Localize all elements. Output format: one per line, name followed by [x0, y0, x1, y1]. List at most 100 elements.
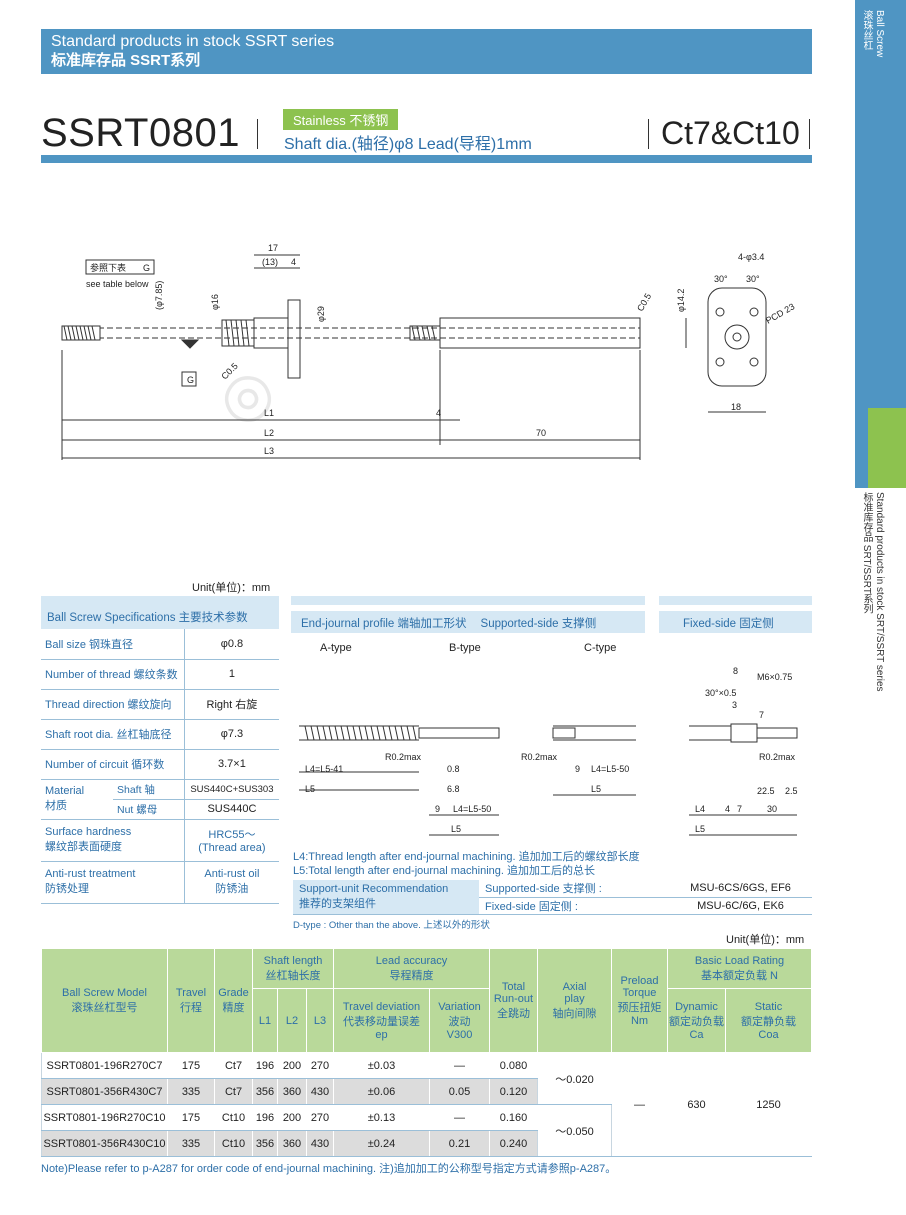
side-section-en: Standard products in stock SRT/SSRT seri… [874, 492, 885, 692]
table-row: Material 材质 Shaft 轴 SUS440C+SUS303 [41, 779, 279, 820]
side-label-en: Ball Screw [874, 10, 885, 58]
svg-text:6.8: 6.8 [447, 784, 460, 794]
dim-c05b: C0.5 [635, 292, 653, 313]
material-tag: Stainless 不锈钢 [283, 109, 399, 130]
dim-pcd: PCD 23 [764, 301, 796, 325]
svg-text:M6×0.75: M6×0.75 [757, 672, 792, 682]
dim-17: 17 [268, 243, 278, 253]
dim-29: φ29 [316, 306, 326, 322]
divider [257, 119, 258, 149]
svg-text:30: 30 [767, 804, 777, 814]
svg-text:7: 7 [737, 804, 742, 814]
dim-30a: 30° [714, 274, 728, 284]
spec-table: Ball Screw Specifications 主要技术参数 Ball si… [41, 596, 279, 904]
l4-note: L4:Thread length after end-journal machi… [293, 851, 640, 863]
svg-text:30°×0.5: 30°×0.5 [705, 688, 736, 698]
svg-text:L5: L5 [591, 784, 601, 794]
spec-header: Ball Screw Specifications 主要技术参数 [41, 605, 279, 629]
svg-text:3: 3 [732, 700, 737, 710]
a-type-label: A-type [320, 642, 352, 654]
support-unit-table: Support-unit Recommendation 推荐的支架组件 Supp… [293, 880, 812, 915]
fixed-side-header: Fixed-side 固定侧 [659, 611, 812, 633]
dim-4b: 4 [436, 408, 441, 418]
table-row: Fixed-side 固定侧 : MSU-6C/6G, EK6 [293, 897, 812, 915]
side-section-cn: 标准库存品 SRT/SSRT系列 [861, 492, 872, 614]
header-title-en: Standard products in stock SSRT series [51, 33, 335, 50]
dim-13: (13) [262, 257, 278, 267]
svg-text:R0.2max: R0.2max [385, 752, 422, 762]
svg-text:R0.2max: R0.2max [759, 752, 796, 762]
model-table: Ball Screw Model 滚珠丝杠型号 Travel 行程 Grade … [41, 948, 812, 1157]
profile-band [291, 596, 645, 605]
unit-label-2: Unit(单位)：mm [726, 934, 805, 946]
side-tab [855, 0, 906, 488]
svg-text:R0.2max: R0.2max [521, 752, 558, 762]
svg-text:7: 7 [759, 710, 764, 720]
dim-16: φ16 [210, 294, 220, 310]
svg-text:L4=L5-50: L4=L5-50 [591, 764, 629, 774]
dim-hole: 4-φ3.4 [738, 252, 764, 262]
svg-text:22.5: 22.5 [757, 786, 775, 796]
dim-142: φ14.2 [676, 289, 686, 312]
dim-785: (φ7.85) [154, 281, 164, 310]
product-title-row: SSRT0801 Stainless 不锈钢 Shaft dia.(轴径)φ8 … [41, 107, 812, 157]
divider [809, 119, 810, 149]
table-row: Support-unit Recommendation 推荐的支架组件 Supp… [293, 880, 812, 915]
dim-l1: L1 [264, 408, 274, 418]
svg-text:9: 9 [575, 764, 580, 774]
see-table-cn: 参照下表 [90, 262, 126, 273]
g-symbol-2: G [187, 375, 194, 385]
dim-18: 18 [731, 402, 741, 412]
header-title-cn: 标准库存品 SSRT系列 [51, 52, 201, 69]
dim-4: 4 [291, 257, 296, 267]
svg-text:8: 8 [733, 666, 738, 676]
svg-text:2.5: 2.5 [785, 786, 798, 796]
see-table-en: see table below [86, 279, 149, 289]
d-type-note: D-type : Other than the above. 上述以外的形状 [293, 920, 490, 931]
side-label-cn: 滚珠丝杠 [861, 10, 872, 50]
profile-drawings: L4=L5-41 L5 R0.2max 0.8 6.8 9 L4=L5-50 L… [299, 666, 798, 836]
g-symbol: G [143, 263, 150, 273]
c-type-label: C-type [584, 642, 617, 654]
svg-text:0.8: 0.8 [447, 764, 460, 774]
page-header: Standard products in stock SSRT series 标… [41, 29, 812, 74]
footnote: Note)Please refer to p-A287 for order co… [41, 1163, 617, 1175]
dim-30b: 30° [746, 274, 760, 284]
b-type-label: B-type [449, 642, 481, 654]
divider [648, 119, 649, 149]
accuracy-grade: Ct7&Ct10 [661, 115, 800, 151]
dim-70: 70 [536, 428, 546, 438]
l5-note: L5:Total length after end-journal machin… [293, 865, 596, 877]
svg-text:4: 4 [725, 804, 730, 814]
dim-l2: L2 [264, 428, 274, 438]
svg-text:L4=L5-50: L4=L5-50 [453, 804, 491, 814]
dim-l3: L3 [264, 446, 274, 456]
side-tab-active [868, 408, 906, 488]
unit-label: Unit(单位)：mm [192, 582, 271, 594]
svg-text:L5: L5 [305, 784, 315, 794]
svg-text:L5: L5 [695, 824, 705, 834]
profile-band [659, 596, 812, 605]
shaft-lead-spec: Shaft dia.(轴径)φ8 Lead(导程)1mm [284, 136, 532, 153]
svg-text:L4: L4 [695, 804, 705, 814]
svg-text:L4=L5-41: L4=L5-41 [305, 764, 343, 774]
svg-text:L5: L5 [451, 824, 461, 834]
table-row: Nut 螺母 SUS440C [41, 799, 279, 820]
dim-c05: C0.5 [219, 361, 240, 382]
model-number: SSRT0801 [41, 111, 240, 155]
svg-text:9: 9 [435, 804, 440, 814]
assembly-drawing: 参照下表 G see table below G 17 (13) 4 (φ7.8… [61, 243, 796, 460]
title-bar [41, 155, 812, 163]
